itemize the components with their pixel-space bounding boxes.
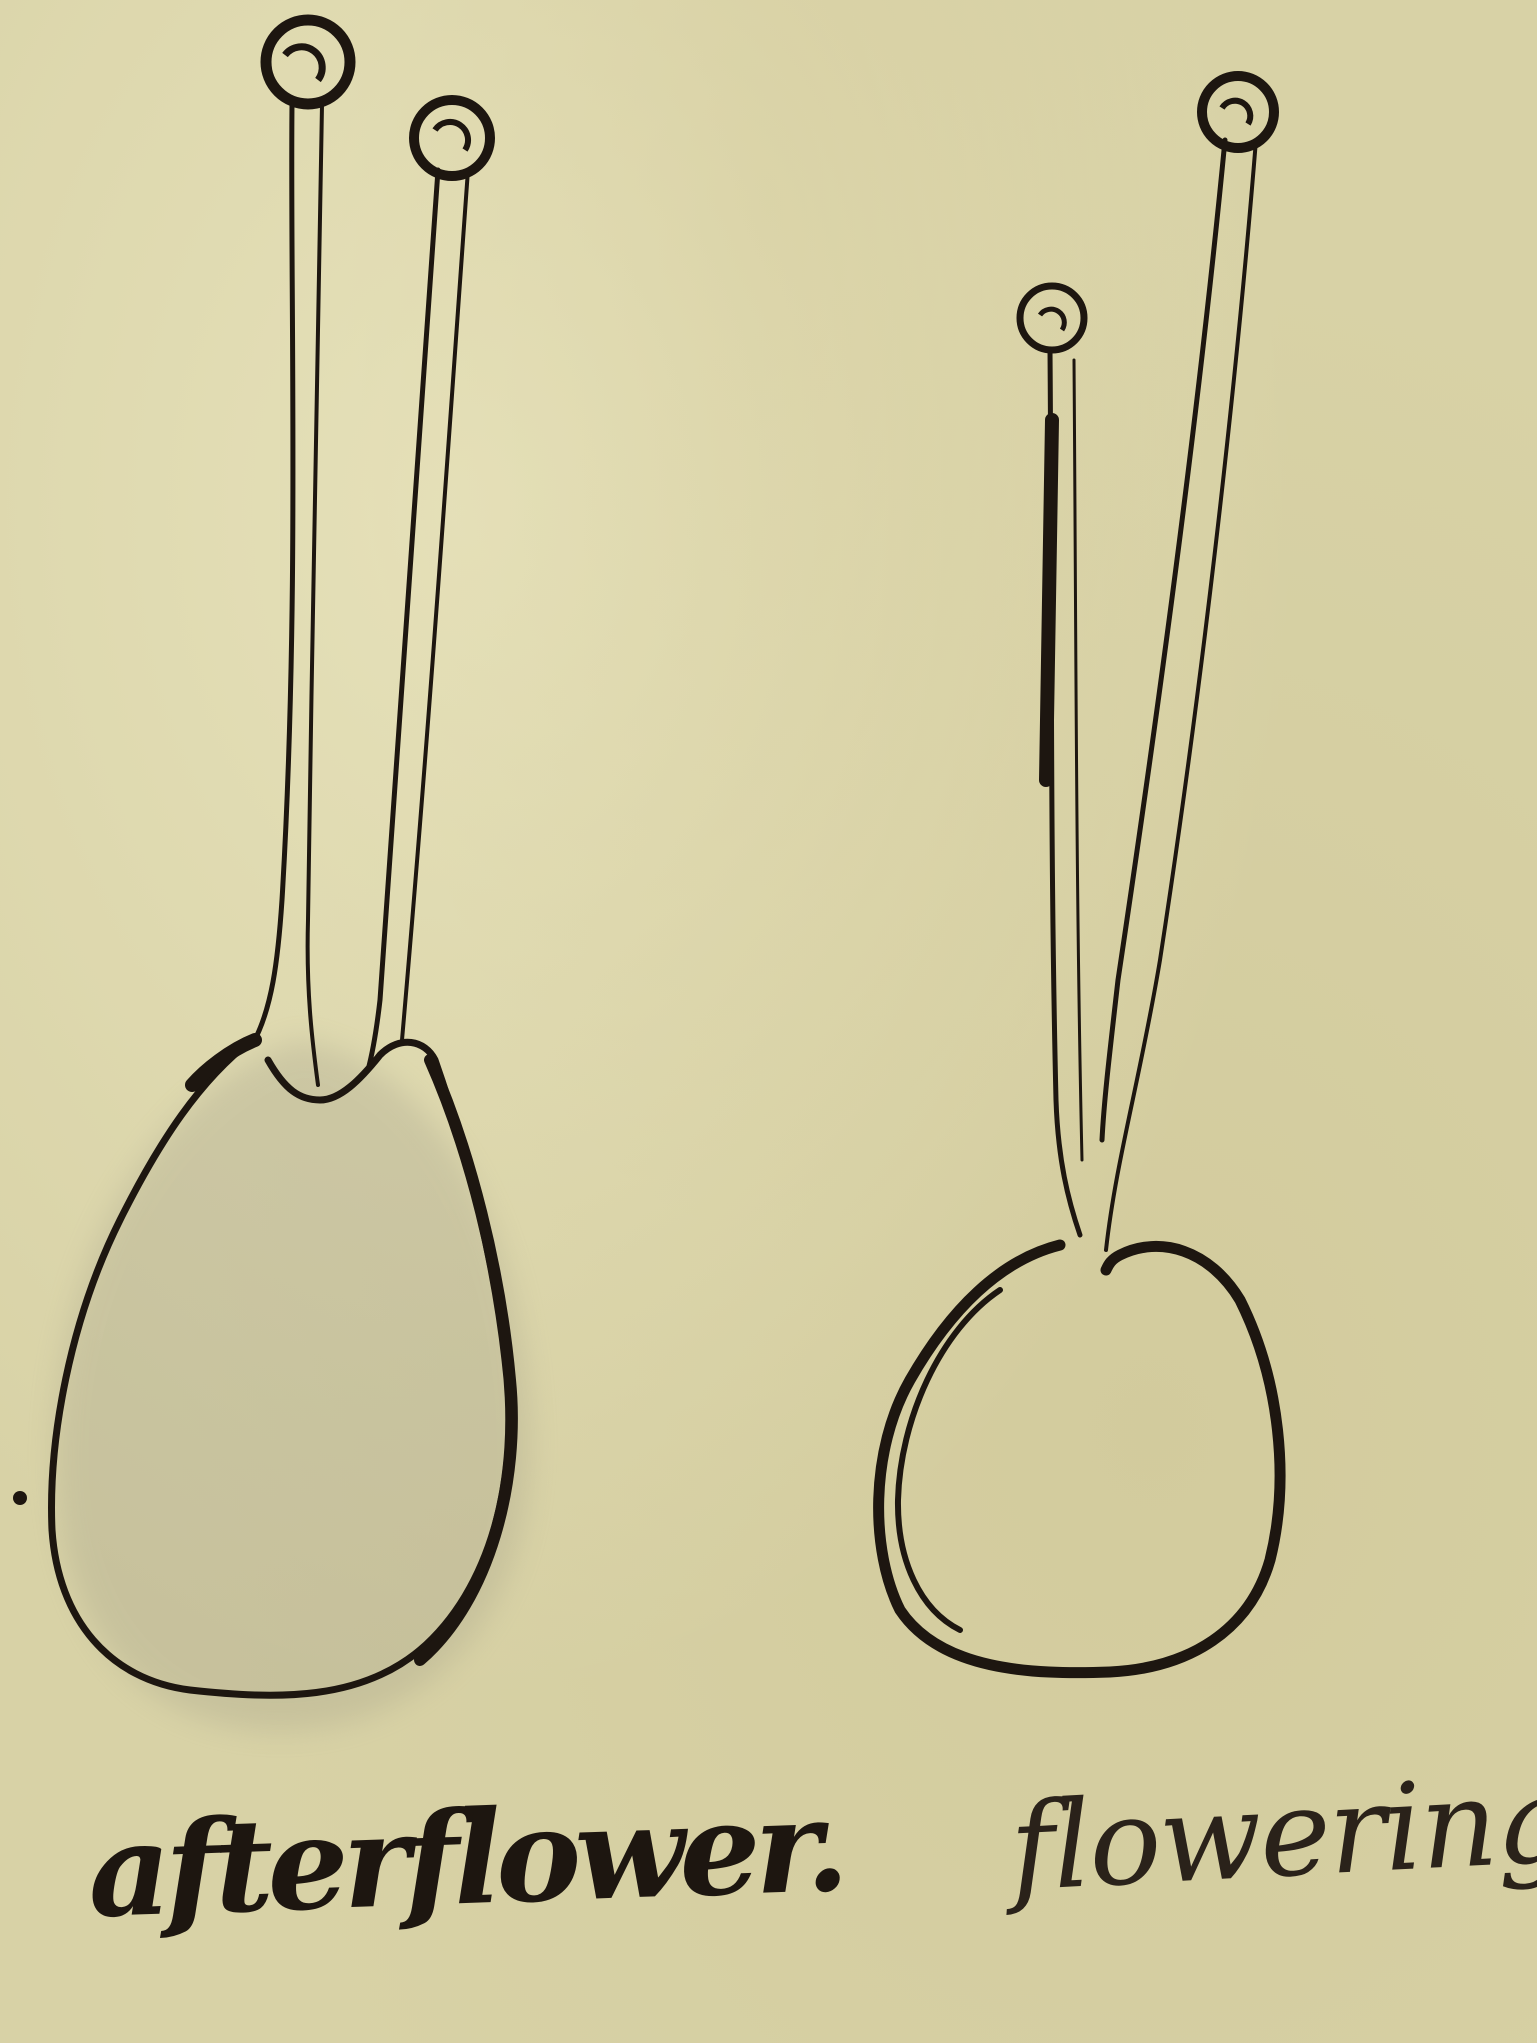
left-stigma-1 bbox=[266, 20, 350, 104]
caption-after-flower: afterflower. bbox=[86, 1782, 845, 1936]
right-ovary bbox=[879, 1245, 1280, 1673]
left-style-2 bbox=[368, 170, 438, 1070]
left-style-1 bbox=[252, 105, 293, 1045]
right-stigma-2 bbox=[1202, 76, 1274, 148]
right-stigma-1 bbox=[1020, 286, 1084, 350]
after-flower-specimen bbox=[13, 20, 531, 1731]
caption-flowering: flowering bbox=[1007, 1760, 1537, 1909]
right-style-2 bbox=[1102, 140, 1225, 1140]
left-stigma-2 bbox=[414, 100, 490, 176]
ink-dot bbox=[13, 1491, 27, 1505]
flowering-specimen bbox=[879, 76, 1280, 1673]
